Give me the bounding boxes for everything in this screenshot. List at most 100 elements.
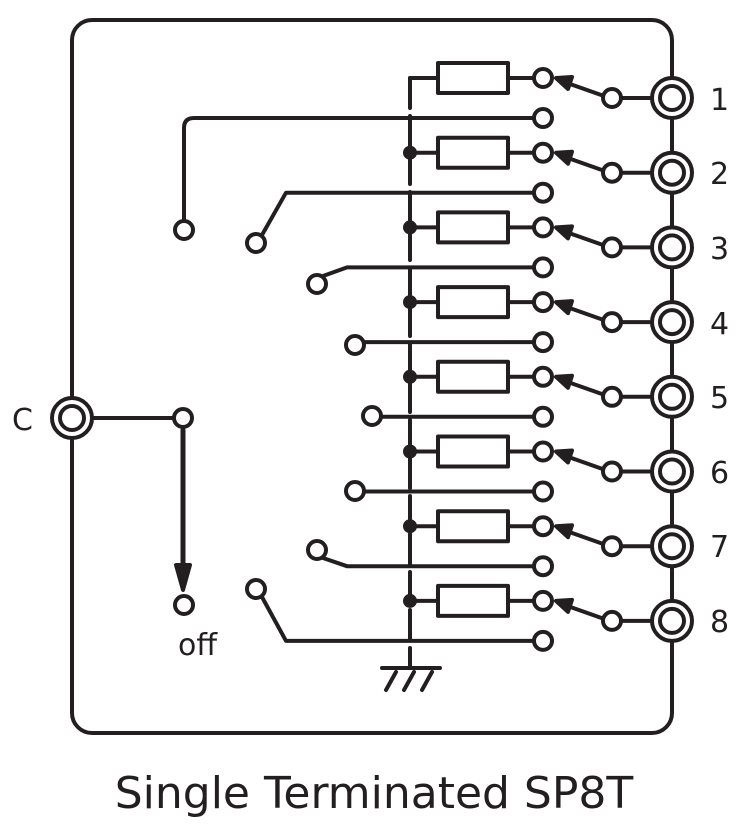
selector-trace-2	[260, 190, 536, 237]
termination-contact-8	[532, 589, 554, 612]
branch-switch-contact-8	[601, 609, 623, 632]
ground-junction-dot-2	[403, 145, 417, 160]
port-2-coax-icon	[650, 150, 694, 195]
common-contact	[172, 407, 194, 429]
selector-contact-7	[532, 555, 554, 578]
branch-switch-contact-7	[601, 535, 623, 558]
port-label-2: 2	[710, 157, 729, 192]
port-5-inner-ring	[658, 382, 686, 411]
selector-contact-4	[532, 331, 554, 354]
ground-junction-dot-7	[403, 519, 417, 534]
branch-switch-arm-6	[568, 455, 606, 472]
branch-switch-arm-7	[568, 530, 606, 547]
branch-switch-arrowhead-2	[554, 149, 574, 166]
port-label-4: 4	[710, 307, 729, 342]
branch-switch-arrowhead-7	[554, 523, 574, 540]
selector-contact-1	[532, 107, 554, 129]
resistor-icon-2	[436, 135, 510, 170]
ground-junction-dot-6	[403, 444, 417, 459]
port-8-outer-ring	[650, 598, 694, 643]
ground-junction-dot-5	[403, 369, 417, 384]
selector-contact-3	[532, 256, 554, 279]
off-contact	[173, 594, 195, 616]
selector-contact-5	[532, 405, 554, 428]
port-4-inner-ring	[658, 308, 686, 337]
branch-switch-arrowhead-3	[554, 224, 574, 241]
port-6-inner-ring	[658, 457, 686, 486]
rotary-contact-5	[361, 405, 383, 427]
port-1-inner-ring	[658, 84, 686, 112]
rotary-contact-3	[306, 273, 328, 295]
resistor-icon-8	[436, 583, 510, 618]
port-3-coax-icon	[650, 225, 694, 270]
resistor-icon-4	[436, 285, 510, 320]
termination-contact-4	[532, 291, 554, 314]
port-7-inner-ring	[658, 532, 686, 561]
branch-switch-arm-2	[568, 156, 606, 173]
port-label-3: 3	[710, 232, 729, 267]
port-6-coax-icon	[650, 449, 694, 494]
resistor-icon-5	[436, 359, 510, 394]
port-label-7: 7	[710, 530, 729, 565]
port-8-coax-icon	[650, 598, 694, 643]
branch-switch-contact-4	[601, 311, 623, 334]
branch-switch-contact-3	[601, 236, 623, 259]
selector-contact-8	[532, 629, 554, 652]
port-1-outer-ring	[650, 76, 694, 120]
selector-contact-2	[532, 181, 554, 204]
port-label-1: 1	[710, 83, 729, 118]
selector-contact-6	[532, 480, 554, 503]
branch-switch-arm-8	[568, 604, 606, 621]
branch-switch-arrowhead-4	[554, 299, 574, 316]
port-7-coax-icon	[650, 524, 694, 569]
resistor-icon-6	[436, 434, 510, 469]
port-4-outer-ring	[650, 300, 694, 345]
resistor-icon-7	[436, 509, 510, 544]
port-7-outer-ring	[650, 524, 694, 569]
termination-contact-3	[532, 216, 554, 239]
branch-switch-arm-1	[568, 82, 606, 98]
termination-contact-2	[532, 141, 554, 164]
common-label: C	[12, 403, 33, 438]
rotary-contact-2	[245, 232, 267, 254]
port-4-coax-icon	[650, 300, 694, 345]
rotary-contact-8	[245, 578, 267, 600]
ground-junction-dot-8	[403, 593, 417, 608]
diagram-title: Single Terminated SP8T	[115, 768, 634, 819]
selector-trace-1	[182, 116, 536, 222]
port-5-outer-ring	[650, 374, 694, 419]
port-3-inner-ring	[658, 233, 686, 262]
port-2-inner-ring	[658, 158, 686, 187]
rotary-contact-7	[306, 539, 328, 561]
branch-switch-arrowhead-8	[554, 597, 574, 614]
branch-switch-arm-4	[568, 306, 606, 323]
port-6-outer-ring	[650, 449, 694, 494]
termination-contact-5	[532, 365, 554, 388]
branch-switch-contact-2	[601, 161, 623, 184]
branch-switch-arrowhead-6	[554, 448, 574, 465]
selector-trace-8	[260, 595, 536, 643]
termination-contact-7	[532, 515, 554, 538]
wiper-arrowhead	[174, 563, 192, 592]
branch-switch-arrowhead-1	[554, 75, 574, 91]
ground-icon	[380, 666, 442, 692]
branch-switch-arm-5	[568, 380, 606, 397]
rotary-contact-4	[344, 334, 366, 356]
selector-trace-7	[321, 556, 536, 569]
selector-trace-3	[321, 265, 536, 278]
port-1-coax-icon	[650, 76, 694, 120]
rotary-contact-6	[344, 480, 366, 502]
ground-junction-dot-4	[403, 295, 417, 310]
port-3-outer-ring	[650, 225, 694, 270]
port-label-5: 5	[710, 381, 729, 416]
branch-switch-contact-5	[601, 385, 623, 408]
branch-switch-arm-3	[568, 231, 606, 248]
port-label-8: 8	[710, 605, 729, 640]
ground-junction-dot-3	[403, 220, 417, 235]
branch-switch-contact-1	[601, 87, 623, 109]
resistor-icon-3	[436, 210, 510, 245]
port-label-6: 6	[710, 456, 729, 491]
branch-switch-arrowhead-5	[554, 373, 574, 390]
resistor-icon-1	[436, 61, 510, 95]
